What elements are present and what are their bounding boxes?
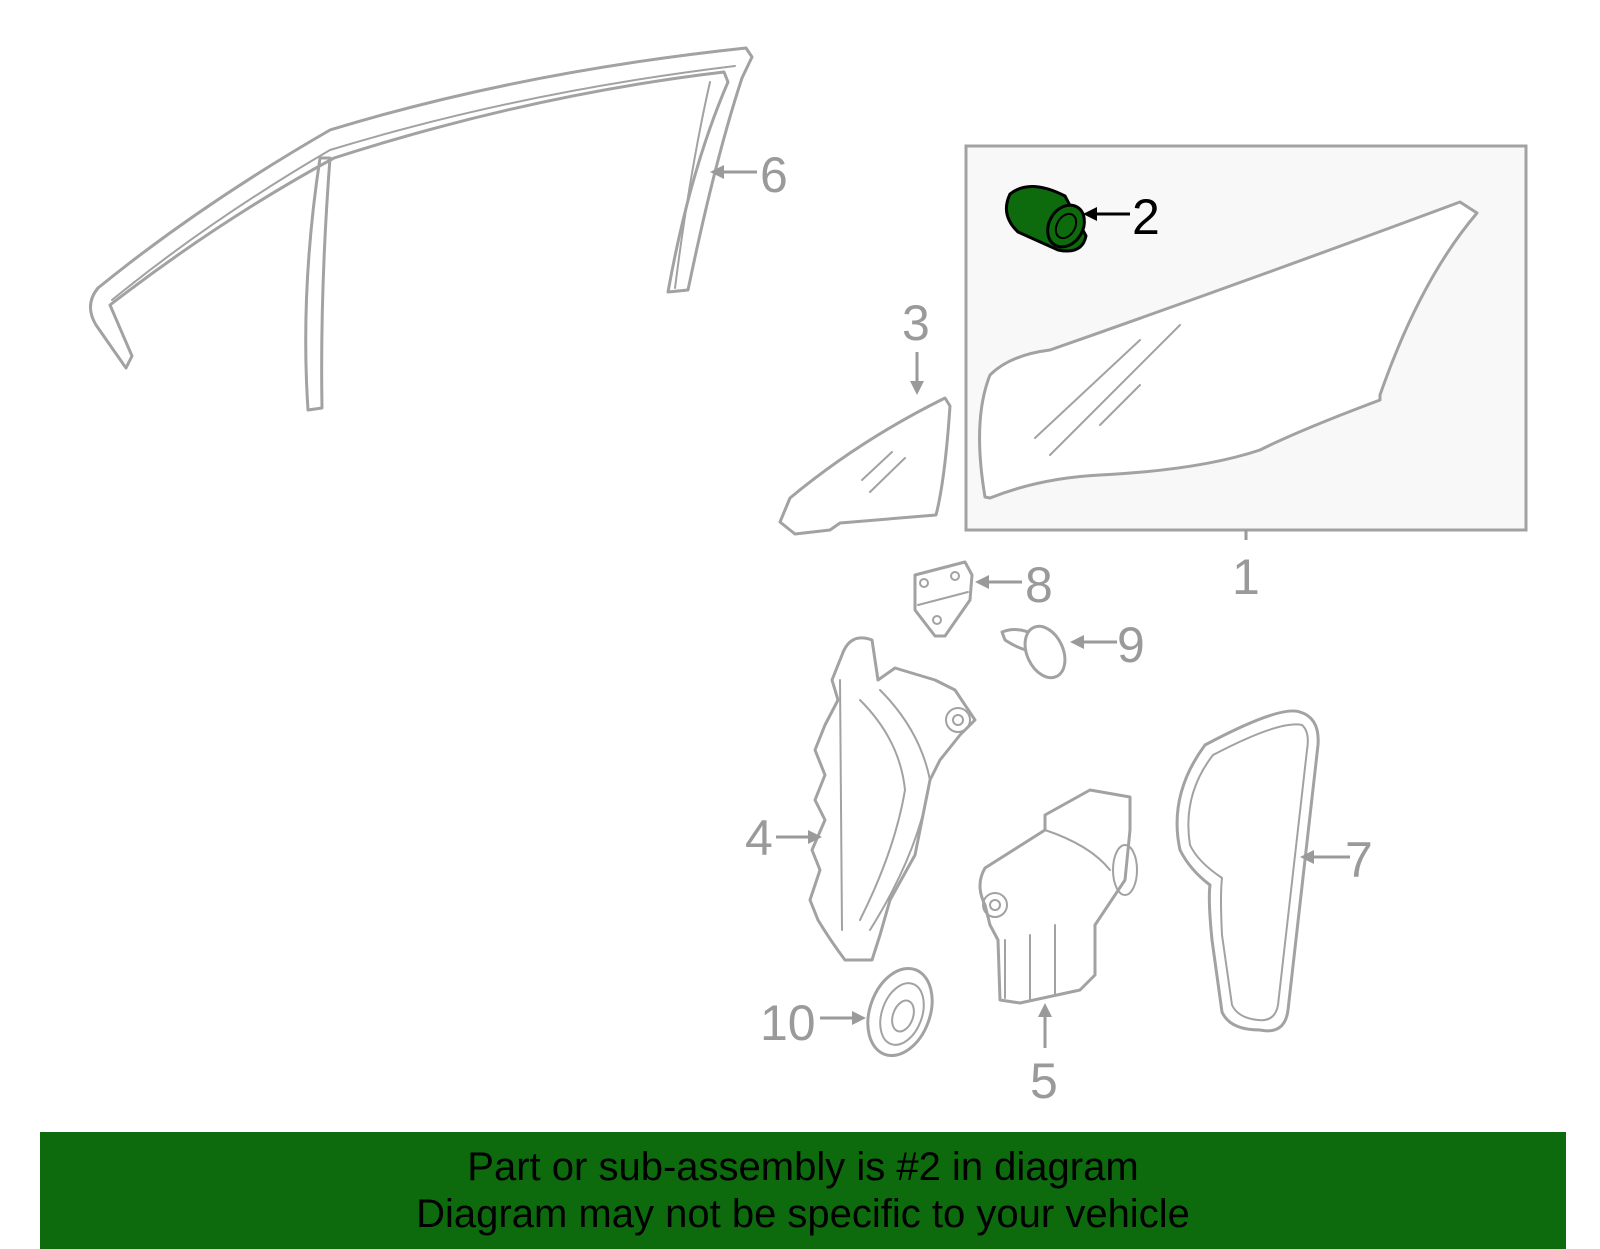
callout-5-label: 5 [1030,1053,1058,1109]
callout-8: 8 [975,557,1053,613]
callout-4-label: 4 [745,810,773,866]
part-5-window-motor [978,788,1138,1005]
callout-6-label: 6 [760,147,788,203]
callout-7-label: 7 [1345,832,1373,888]
part-info-line-2: Diagram may not be specific to your vehi… [416,1192,1190,1236]
callout-2: 2 [1083,189,1160,245]
callout-7: 7 [1300,832,1373,888]
part-9-clip [1000,624,1067,680]
part-2-bushing-bore [1046,203,1086,249]
callout-6: 6 [710,147,788,203]
part-info-banner: Part or sub-assembly is #2 in diagram Di… [40,1132,1566,1249]
part-1-door-glass [978,200,1479,500]
callout-2-label: 2 [1132,189,1160,245]
part-info-line-1: Part or sub-assembly is #2 in diagram [467,1145,1139,1189]
callout-3: 3 [902,295,930,395]
part-6-door-frame-seal [89,46,754,412]
callout-4: 4 [745,810,822,866]
part-3-quarter-glass [778,396,952,536]
part-8-bracket [913,560,974,638]
callout-10: 10 [760,995,866,1051]
callout-10-label: 10 [760,995,816,1051]
callout-5: 5 [1030,1003,1058,1109]
part-10-grommet [866,966,934,1058]
callout-1: 1 [1232,530,1260,605]
callout-1-label: 1 [1232,549,1260,605]
callout-9: 9 [1070,617,1145,673]
part-4-window-regulator [808,636,977,962]
part-7-door-seal [1175,709,1320,1033]
callout-9-label: 9 [1117,617,1145,673]
callout-8-label: 8 [1025,557,1053,613]
part-2-bushing [1004,185,1088,253]
callout-3-label: 3 [902,295,930,351]
